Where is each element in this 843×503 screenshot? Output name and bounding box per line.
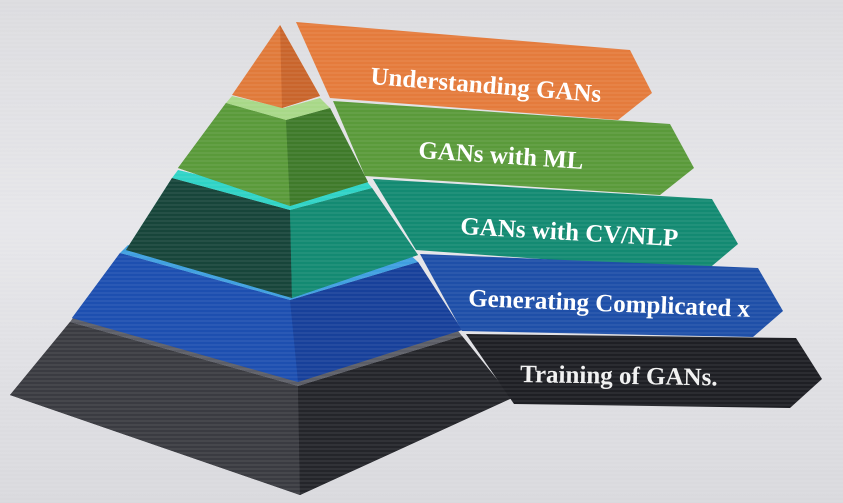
label-level-5: Training of GANs. [520, 361, 718, 391]
